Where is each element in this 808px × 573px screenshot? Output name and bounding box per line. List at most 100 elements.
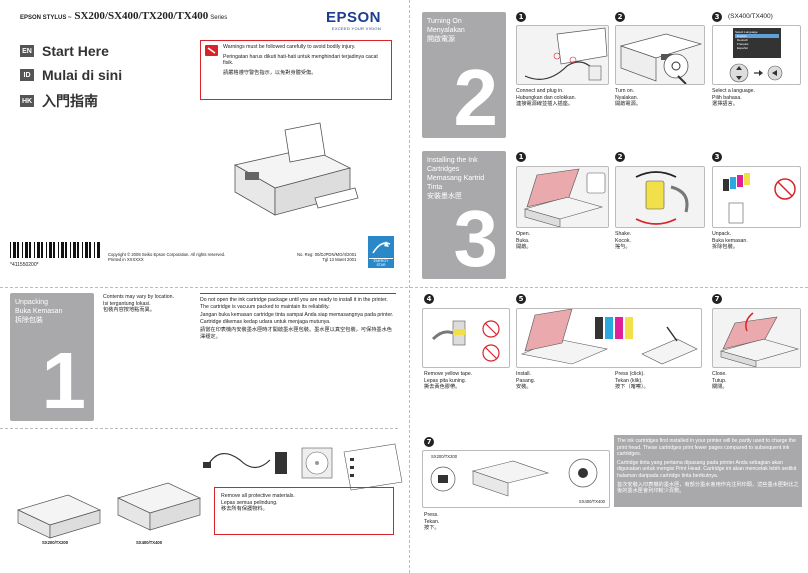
lang-tag-id: ID [20, 69, 34, 81]
brand-name: EPSON [326, 9, 382, 26]
turnon-step3-text: Select a language. Pilih bahasa. 選擇語言。 [712, 88, 755, 108]
install-step6-image [712, 308, 801, 368]
remove-tape-illustration [431, 320, 500, 362]
barcode-bar [34, 242, 35, 258]
contents-hk: 包裝內容按地點而異。 [103, 307, 155, 314]
model-label-b: SX400/TX400 [136, 540, 163, 545]
install-step6-hk: 關閉。 [712, 384, 728, 391]
turnon-step3-en: Select a language. [712, 88, 755, 94]
copyright-line2: Printed in XXXXXX [108, 257, 144, 263]
install-step7-id: Tekan. [424, 518, 440, 525]
lang-tag-hk: HK [20, 95, 34, 107]
turnon-step3-num: 3 [712, 12, 722, 22]
install-step4-text: Remove yellow tape. Lepas pita kuning. 撕… [424, 371, 472, 391]
install-step3-id: Buka kemasan. [712, 237, 748, 244]
turnon-step1-hk: 連接電源線並插入插座。 [516, 101, 574, 108]
fold-line-vertical [409, 0, 410, 573]
epson-logo: EPSON EXCEED YOUR VISION [326, 9, 381, 31]
remove-id: Lepas semua pelindung. [221, 499, 278, 506]
install-step3-image [712, 166, 801, 228]
barcode-bar [37, 242, 40, 258]
turning-on-number: 2 [453, 53, 499, 142]
energy-star-label: ENERGY STAR [369, 258, 393, 267]
barcode-bar [94, 242, 95, 258]
lcd-screen: Select Language English Deutsch Français… [733, 28, 781, 58]
turnon-model-note: (SX400/TX400) [728, 13, 773, 20]
install-cartridges-illustration [520, 309, 698, 365]
lang-row-id: ID Mulai di sini [20, 67, 122, 83]
lang-row-hk: HK 入門指南 [20, 91, 122, 111]
install-step7-hk: 按下。 [424, 525, 440, 532]
unpacking-title-hk: 拆除包裝 [15, 317, 43, 324]
brand-slogan: EXCEED YOUR VISION [331, 26, 382, 31]
step7-model-a: SX200/TX200 [431, 454, 458, 459]
installing-title-en: Installing the Ink Cartridges [427, 157, 478, 173]
shake-cartridge-illustration [635, 171, 689, 225]
product-title: EPSON STYLUS ™ SX200/SX400/TX200/TX400 S… [20, 10, 227, 22]
lang-row-en: EN Start Here [20, 43, 122, 59]
install-step7-en: Press. [424, 512, 439, 518]
lcd-title: Select Language [735, 30, 758, 34]
barcode: *411550200* [10, 242, 100, 268]
barcode-bar [17, 242, 19, 258]
turning-on-title-en: Turning On [427, 18, 462, 25]
turning-on-header: Turning On Menyalakan 開啟電源 2 [422, 12, 506, 138]
printer-illustration [233, 122, 359, 216]
barcode-bar [22, 242, 23, 258]
install-step7-num: 7 [424, 437, 434, 447]
open-scanner-illustration [523, 168, 606, 227]
install-step5-en: Install. [516, 371, 531, 377]
turnon-step2-hk: 開啟電源。 [615, 101, 641, 108]
install-step5-image [516, 308, 702, 368]
install-step3-num: 3 [712, 152, 722, 162]
warning-box: Warnings must be followed carefully to a… [200, 40, 392, 100]
ink-notice: Do not open the ink cartridge package un… [200, 293, 396, 341]
install-step4-en: Remove yellow tape. [424, 371, 473, 377]
install-step7-text: Press. Tekan. 按下。 [424, 512, 440, 532]
reg-line1: No. Reg: 00/DJPDN/MG/II/2001 [297, 252, 357, 257]
install-step4-image [422, 308, 510, 368]
installing-number: 3 [453, 194, 499, 283]
unpacking-number: 1 [41, 336, 87, 425]
install-step1-en: Open. [516, 231, 531, 237]
install-step5-id: Pasang. [516, 377, 536, 384]
copyright-line1: Copyright © 2008 Seiko Epson Corporation… [108, 252, 226, 257]
install-step1-hk: 開啟。 [516, 244, 532, 251]
barcode-number: *411550200* [10, 262, 39, 268]
turnon-step2-text: Turn on. Nyalakan. 開啟電源。 [615, 88, 641, 108]
turnon-step2-image [615, 25, 705, 85]
install-step2-id: Kocok. [615, 237, 631, 244]
turnon-step2-id: Nyalakan. [615, 94, 639, 101]
install-step4-id: Lepas pita kuning. [424, 377, 467, 384]
barcode-bar [29, 242, 31, 258]
ink-note-en: The ink cartridges first installed in yo… [617, 438, 797, 458]
copyright: Copyright © 2008 Seiko Epson Corporation… [108, 252, 225, 263]
install-step2-num: 2 [615, 152, 625, 162]
warning-icon [205, 45, 218, 56]
installing-title-id: Memasang Kartrid Tinta [427, 175, 485, 191]
install-step2-hk: 搖勻。 [615, 244, 631, 251]
fold-line-horizontal-left [0, 428, 398, 429]
barcode-bar [77, 242, 79, 258]
lcd-option-1: English [735, 34, 779, 38]
remove-materials-box: Remove all protective materials. Lepas s… [214, 487, 394, 535]
turnon-step1-num: 1 [516, 12, 526, 22]
install-step1-image [516, 166, 609, 228]
unpacking-contents-note: Contents may vary by location. Isi terga… [103, 294, 193, 314]
lcd-option-2: Deutsch [737, 38, 749, 42]
warning-en: Warnings must be followed carefully to a… [223, 44, 356, 50]
turning-on-title-hk: 開啟電源 [427, 36, 455, 43]
install-step6-num: 7 [712, 294, 722, 304]
barcode-bar [25, 242, 28, 258]
install-step2-image [615, 166, 705, 228]
barcode-bar [49, 242, 52, 258]
install-step5b-hk: 按下（喀嚓）。 [615, 384, 649, 391]
press-button-illustration [430, 458, 598, 497]
lang-title-hk: 入門指南 [42, 93, 98, 109]
reg-line2: Tgl 13 Maret 2001 [322, 257, 357, 263]
install-step1-num: 1 [516, 152, 526, 162]
remove-hk: 移去所有保護物料。 [221, 506, 268, 513]
product-series: Series [210, 15, 228, 21]
navigation-buttons-illustration [729, 63, 783, 83]
install-step4-num: 4 [424, 294, 434, 304]
